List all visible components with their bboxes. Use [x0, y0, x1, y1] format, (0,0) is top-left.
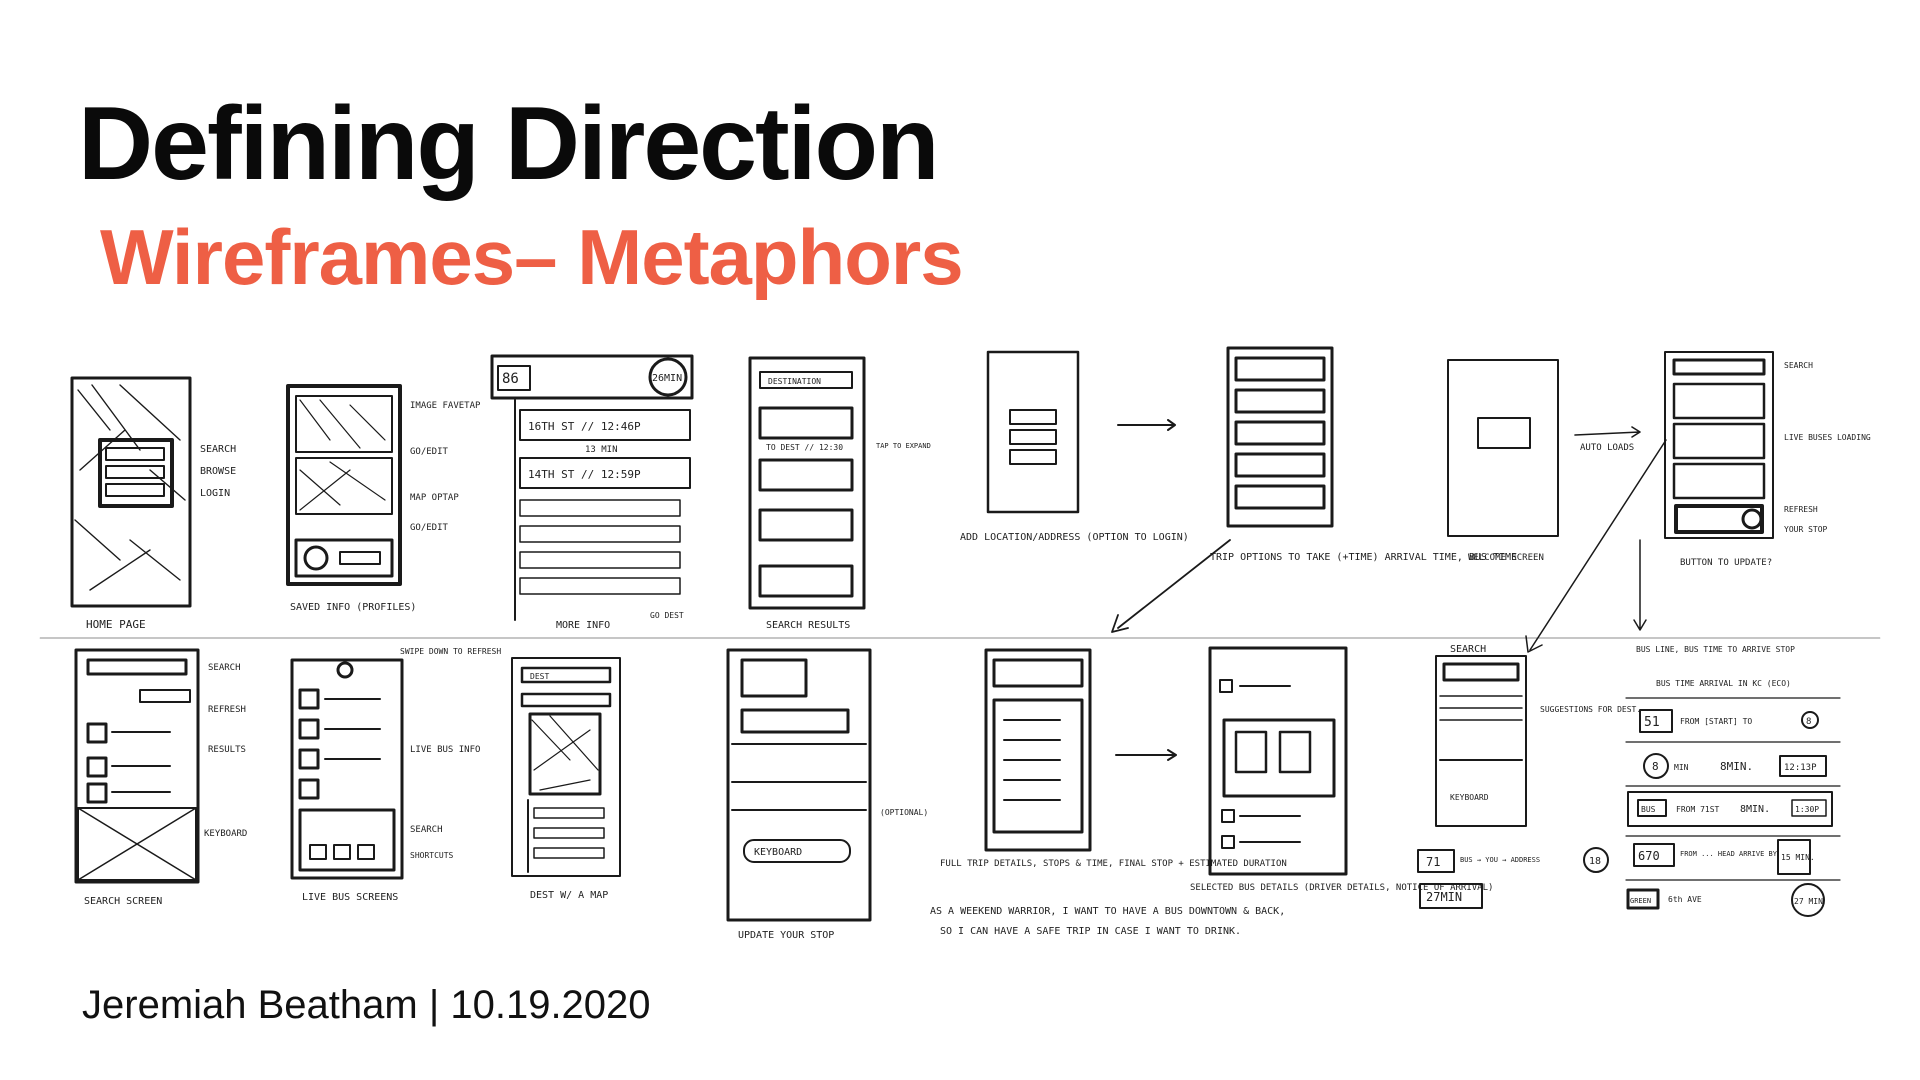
update-stop-wireframe: KEYBOARD (OPTIONAL) UPDATE YOUR STOP	[726, 648, 928, 941]
bus-row-2-text: MIN	[1674, 763, 1689, 772]
selected-bus-caption: SELECTED BUS DETAILS (DRIVER DETAILS, NO…	[1190, 883, 1493, 893]
trip-options-wireframe: TRIP OPTIONS TO TAKE (+TIME) ARRIVAL TIM…	[1111, 346, 1517, 633]
search-results-row: TO DEST // 12:30	[766, 443, 843, 452]
suggestions-note: SUGGESTIONS FOR DEST.	[1540, 705, 1641, 714]
welcome-note: AUTO LOADS	[1580, 443, 1634, 453]
saved-note-3: MAP OPTAP	[410, 493, 459, 503]
bus-row-2-badge: 8MIN.	[1720, 760, 1753, 773]
home-note-browse: BROWSE	[200, 466, 236, 477]
suggestions-bus-note: BUS → YOU → ADDRESS	[1460, 856, 1540, 864]
search-results-note: TAP TO EXPAND	[876, 442, 931, 450]
suggestions-bus: 71	[1426, 855, 1440, 869]
saved-note-1: IMAGE FAVETAP	[410, 401, 481, 411]
home-caption: HOME PAGE	[86, 618, 146, 631]
live-note-loading: LIVE BUSES LOADING	[1784, 433, 1871, 442]
suggestions-count: 18	[1589, 856, 1601, 867]
home-note-login: LOGIN	[200, 488, 230, 499]
bus-row-4-text: FROM ... HEAD ARRIVE BY	[1680, 850, 1778, 858]
trip-options-caption: TRIP OPTIONS TO TAKE (+TIME) ARRIVAL TIM…	[1210, 552, 1517, 563]
user-story-line-1: AS A WEEKEND WARRIOR, I WANT TO HAVE A B…	[930, 906, 1285, 917]
full-trip-wireframe: FULL TRIP DETAILS, STOPS & TIME, FINAL S…	[940, 648, 1287, 869]
update-stop-keyboard: KEYBOARD	[754, 847, 802, 858]
home-note-search: SEARCH	[200, 444, 236, 455]
search-results-field: DESTINATION	[768, 377, 821, 386]
live-note-refresh: REFRESH	[1784, 505, 1818, 514]
bus-row-5-bus: GREEN	[1630, 897, 1651, 905]
more-stop-2: 13 MIN	[585, 445, 618, 455]
search-screen-note-3: RESULTS	[208, 745, 246, 755]
bus-list-header-1: BUS LINE, BUS TIME TO ARRIVE STOP	[1636, 645, 1795, 654]
search-results-caption: SEARCH RESULTS	[766, 620, 850, 631]
bus-row-5-badge: 27 MIN	[1794, 897, 1823, 906]
bus-row-3-badge: 8MIN.	[1740, 804, 1770, 815]
bus-list-wireframe: BUS LINE, BUS TIME TO ARRIVE STOP BUS TI…	[1625, 645, 1841, 917]
live-bus-note-3: SEARCH	[410, 825, 443, 835]
search-screen-note-2: REFRESH	[208, 705, 246, 715]
saved-note-2: GO/EDIT	[410, 447, 449, 457]
live-bus-screens-wireframe: SWIPE DOWN TO REFRESH LIVE BUS INFO SEAR…	[290, 647, 501, 903]
dest-map-field: DEST	[530, 672, 549, 681]
live-info-wireframe: SEARCH LIVE BUSES LOADING REFRESH YOUR S…	[1525, 351, 1871, 653]
update-stop-caption: UPDATE YOUR STOP	[738, 930, 834, 941]
full-trip-caption: FULL TRIP DETAILS, STOPS & TIME, FINAL S…	[940, 859, 1287, 869]
saved-note-4: GO/EDIT	[410, 523, 449, 533]
welcome-wireframe: WELCOME SCREEN AUTO LOADS	[1447, 359, 1641, 563]
live-bus-caption: LIVE BUS SCREENS	[302, 892, 398, 903]
welcome-caption: WELCOME SCREEN	[1468, 553, 1544, 563]
more-duration: 26MIN	[652, 373, 682, 384]
user-story-line-2: SO I CAN HAVE A SAFE TRIP IN CASE I WANT…	[940, 926, 1241, 937]
live-caption: BUTTON TO UPDATE?	[1680, 558, 1772, 568]
selected-bus-wireframe: SELECTED BUS DETAILS (DRIVER DETAILS, NO…	[1190, 646, 1493, 893]
live-note-stop: YOUR STOP	[1784, 525, 1828, 534]
search-screen-note-1: SEARCH	[208, 663, 241, 673]
more-note: GO DEST	[650, 611, 684, 620]
live-bus-note-4: SHORTCUTS	[410, 851, 454, 860]
bus-row-5-text: 6th AVE	[1668, 895, 1702, 904]
home-page-wireframe: SEARCH BROWSE LOGIN HOME PAGE	[70, 376, 236, 631]
saved-caption: SAVED INFO (PROFILES)	[290, 602, 416, 613]
more-caption: MORE INFO	[556, 620, 610, 631]
saved-info-wireframe: IMAGE FAVETAP GO/EDIT MAP OPTAP GO/EDIT …	[286, 384, 481, 613]
bus-row-4-bus: 670	[1638, 849, 1660, 863]
update-stop-note: (OPTIONAL)	[880, 808, 928, 817]
author-date-footer: Jeremiah Beatham | 10.19.2020	[82, 983, 651, 1027]
dest-map-caption: DEST W/ A MAP	[530, 890, 608, 901]
suggestions-wireframe: SEARCH KEYBOARD SUGGESTIONS FOR DEST. 71…	[1417, 644, 1641, 909]
bus-row-2-bus: 8	[1652, 760, 1659, 773]
suggestions-minutes: 27MIN	[1426, 890, 1462, 904]
bus-row-3-bus: BUS	[1641, 805, 1656, 814]
search-results-wireframe: DESTINATION TO DEST // 12:30 TAP TO EXPA…	[748, 356, 931, 631]
add-location-wireframe: ADD LOCATION/ADDRESS (OPTION TO LOGIN)	[960, 350, 1189, 543]
suggestions-keyboard: KEYBOARD	[1450, 793, 1489, 802]
search-screen-wireframe: SEARCH REFRESH RESULTS KEYBOARD SEARCH S…	[74, 648, 247, 907]
bus-row-1-text: FROM [START] TO	[1680, 717, 1752, 726]
more-route-number: 86	[502, 371, 519, 387]
search-screen-caption: SEARCH SCREEN	[84, 896, 162, 907]
more-info-wireframe: 86 26MIN 16TH ST // 12:46P 13 MIN 14TH S…	[490, 354, 694, 631]
search-screen-note-4: KEYBOARD	[204, 829, 247, 839]
bus-row-3-time: 1:30P	[1795, 805, 1819, 814]
bus-row-1-bus: 51	[1644, 715, 1660, 730]
bus-row-2-time: 12:13P	[1784, 763, 1817, 773]
bus-list-header-2: BUS TIME ARRIVAL IN KC (ECO)	[1656, 679, 1791, 688]
page-title: Defining Direction	[78, 86, 940, 202]
bus-row-3-text: FROM 71ST	[1676, 805, 1720, 814]
dest-map-wireframe: DEST DEST W/ A MAP	[511, 657, 621, 901]
more-stop-3: 14TH ST // 12:59P	[528, 468, 641, 481]
more-stop-1: 16TH ST // 12:46P	[528, 420, 641, 433]
live-bus-note-2: LIVE BUS INFO	[410, 745, 480, 755]
live-bus-note-1: SWIPE DOWN TO REFRESH	[400, 647, 501, 656]
bus-row-1-badge: 8	[1806, 717, 1811, 727]
suggestions-header: SEARCH	[1450, 644, 1486, 655]
bus-row-4-badge: 15 MIN.	[1781, 853, 1815, 862]
page-subtitle: Wireframes– Metaphors	[100, 213, 964, 301]
add-location-caption: ADD LOCATION/ADDRESS (OPTION TO LOGIN)	[960, 532, 1189, 543]
live-note-search: SEARCH	[1784, 361, 1813, 370]
